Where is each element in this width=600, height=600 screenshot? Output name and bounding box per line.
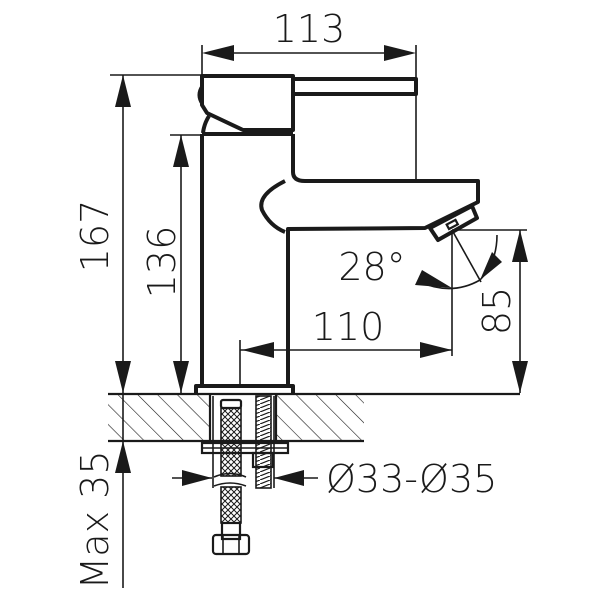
arrow-up-icon [115, 75, 131, 107]
dimension-label-136: 136 [140, 226, 184, 299]
hose-nut [211, 533, 251, 556]
arrow-down-icon [512, 361, 528, 393]
faucet-body [194, 74, 480, 393]
dimension-113: 113 [201, 7, 417, 180]
arrow-down-icon [115, 361, 131, 393]
arrow-right-icon [384, 45, 416, 61]
dimension-label-28-degrees: 28° [338, 245, 405, 289]
arrow-right-icon [420, 342, 452, 358]
dimension-label-max-35: Max 35 [73, 451, 117, 590]
dimension-136: 136 [140, 134, 205, 393]
dimension-label-hole-diameter: Ø33-Ø35 [326, 457, 497, 501]
arrow-up-icon [480, 252, 502, 280]
arrow-right-icon [182, 470, 212, 486]
dimension-110: 110 [239, 230, 453, 388]
arrow-up-icon [512, 230, 528, 262]
arrow-left-icon [242, 342, 274, 358]
dimension-167: 167 [73, 74, 205, 393]
countertop-section [108, 394, 364, 443]
flexible-hose [211, 398, 251, 556]
arrow-left-icon [202, 45, 234, 61]
arrow-right-icon [415, 270, 452, 288]
dimension-max-35: Max 35 [73, 394, 131, 590]
threaded-rod [251, 395, 275, 489]
dimension-hole-diameter: Ø33-Ø35 [172, 457, 497, 501]
dimension-label-85: 85 [475, 287, 519, 335]
dimension-angle-28: 28° [338, 229, 502, 290]
aerator [428, 204, 479, 242]
mounting-assembly [200, 395, 290, 556]
dimension-label-167: 167 [73, 200, 117, 273]
dimension-label-110: 110 [312, 305, 385, 349]
dimension-label-113: 113 [273, 7, 346, 51]
arrow-down-icon [173, 361, 189, 393]
arrow-up-icon [173, 135, 189, 167]
dimension-85: 85 [452, 229, 528, 393]
arrow-up-icon [115, 441, 131, 473]
arrow-left-icon [274, 470, 304, 486]
